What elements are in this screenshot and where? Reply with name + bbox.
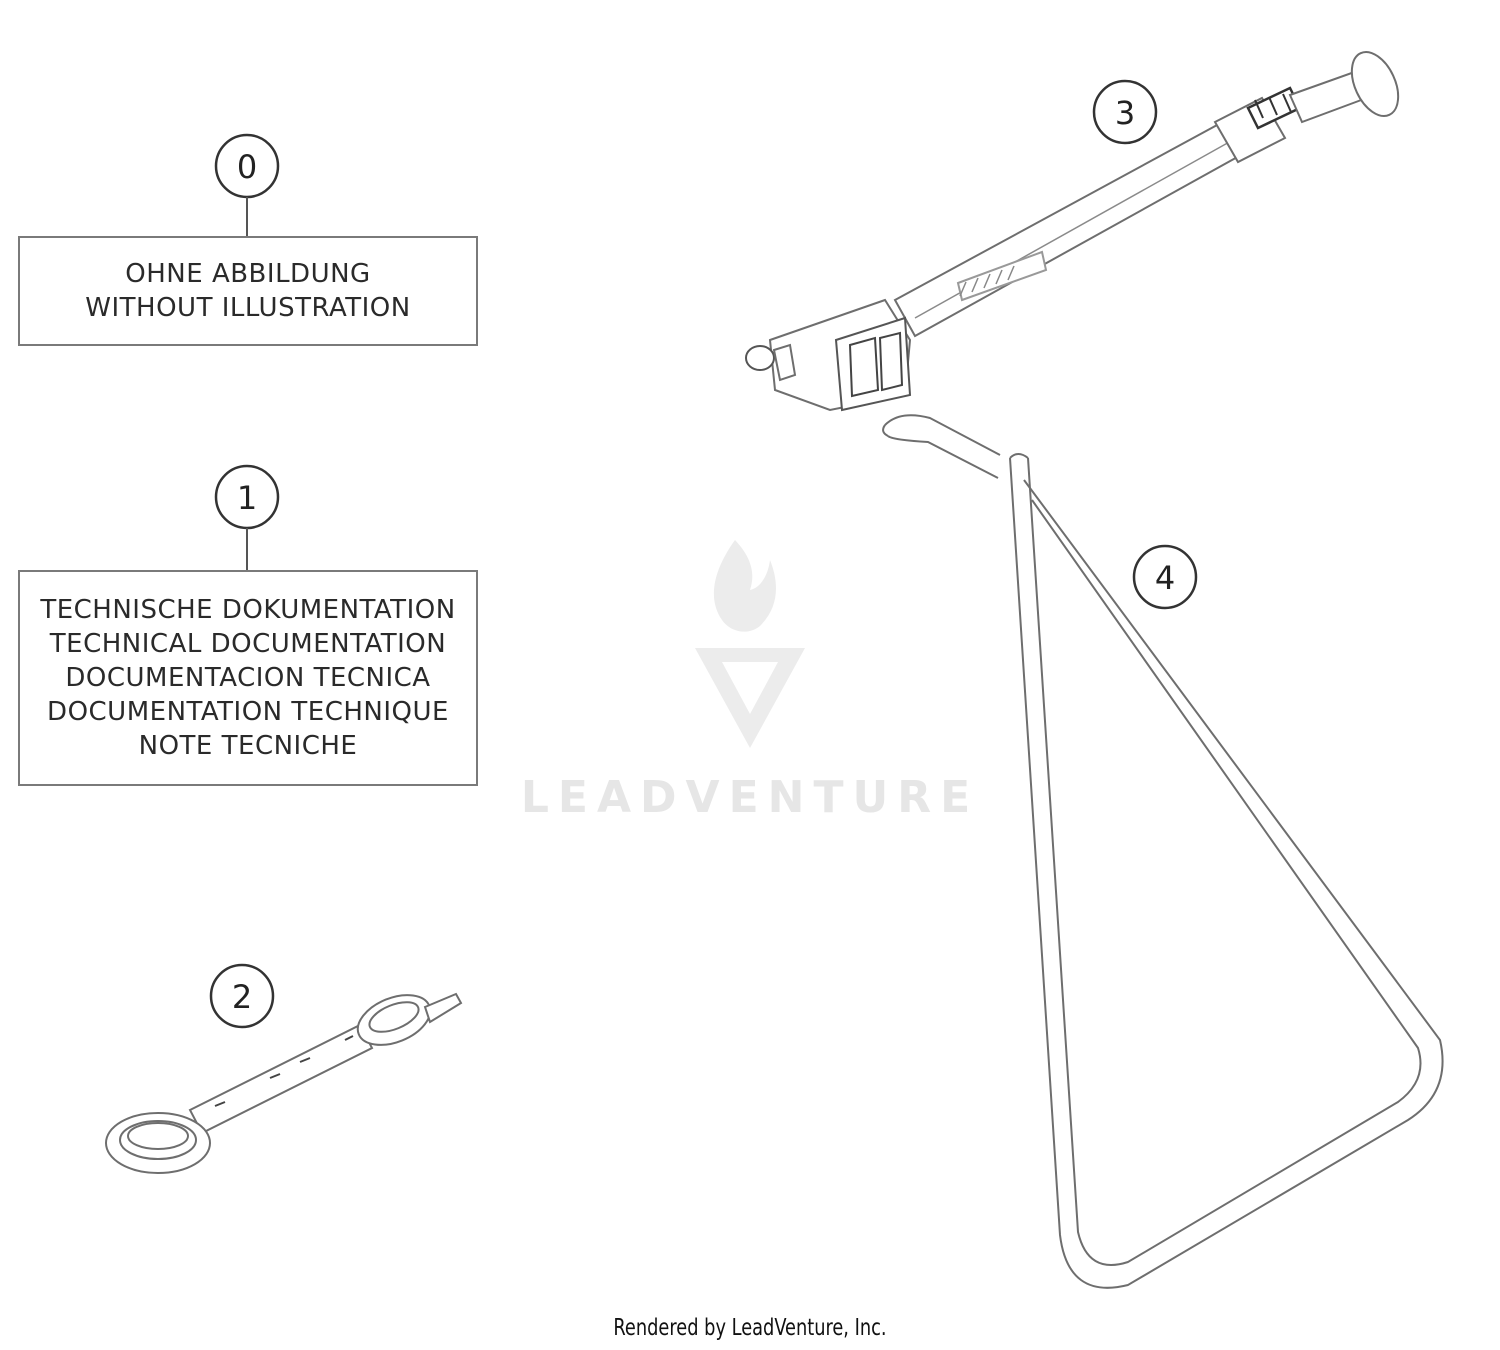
pump-illustration[interactable] [745,45,1407,412]
footer-credit: Rendered by LeadVenture, Inc. [613,1315,887,1341]
callout-3[interactable]: 3 [1092,79,1158,145]
box0-line-1: OHNE ABBILDUNG [125,259,371,289]
box1-line-5: NOTE TECNICHE [138,731,358,761]
watermark-text: LEADVENTURE [520,772,980,823]
callout-0[interactable]: 0 [214,133,280,236]
callout-1[interactable]: 1 [214,464,280,570]
callout-2[interactable]: 2 [209,963,275,1029]
technical-documentation-box: TECHNISCHE DOKUMENTATION TECHNICAL DOCUM… [18,570,478,786]
callout-3-number: 3 [1115,94,1135,132]
box1-line-4: DOCUMENTATION TECHNIQUE [47,697,449,727]
callout-2-number: 2 [232,978,252,1016]
callout-1-number: 1 [237,479,257,517]
callout-4[interactable]: 4 [1132,544,1198,610]
callout-4-number: 4 [1155,559,1175,597]
box1-line-2: TECHNICAL DOCUMENTATION [49,629,447,659]
stand-illustration[interactable] [882,414,1444,1289]
box0-line-2: WITHOUT ILLUSTRATION [85,293,411,323]
box1-line-1: TECHNISCHE DOKUMENTATION [40,595,456,625]
watermark-logo [695,540,805,748]
callout-0-number: 0 [237,148,257,186]
without-illustration-box: OHNE ABBILDUNG WITHOUT ILLUSTRATION [18,236,478,346]
wrench-illustration[interactable] [105,985,463,1174]
box1-line-3: DOCUMENTACION TECNICA [65,663,431,693]
